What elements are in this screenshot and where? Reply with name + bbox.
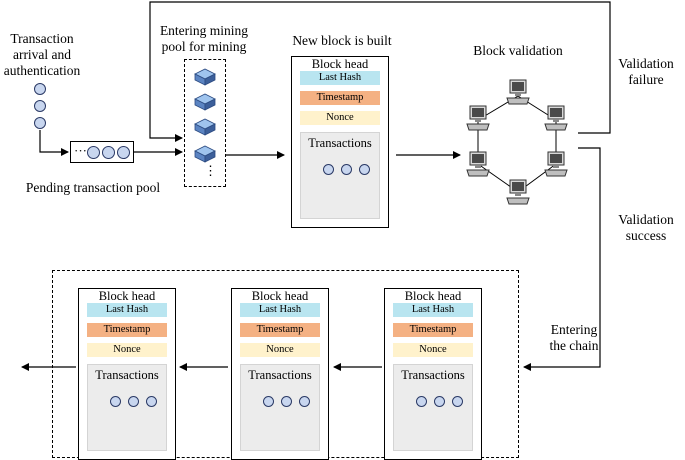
pool-ellipsis: ⋮	[204, 163, 217, 178]
nonce-field: Nonce	[87, 343, 167, 357]
transaction-dot	[146, 396, 157, 407]
last-hash-field: Last Hash	[87, 303, 167, 317]
chain-block-2: Block head Last Hash Timestamp Nonce Tra…	[231, 288, 329, 460]
transaction-dot	[34, 100, 46, 112]
transaction-dot	[34, 117, 46, 129]
transaction-dot	[87, 146, 100, 159]
block-head-label: Block head	[251, 289, 309, 303]
transaction-dot	[263, 396, 274, 407]
new-block-label: New block is built	[292, 33, 392, 48]
computer-icon	[544, 105, 568, 131]
computer-icon	[544, 151, 568, 177]
computer-icon	[506, 179, 530, 205]
nonce-field: Nonce	[393, 343, 473, 357]
new-block: Block head Last Hash Timestamp Nonce Tra…	[291, 56, 389, 228]
transactions-area: Transactions	[393, 364, 473, 451]
transaction-dot	[299, 396, 310, 407]
pending-pool-label: Pending transaction pool	[25, 180, 161, 195]
nonce-field: Nonce	[240, 343, 320, 357]
timestamp-field: Timestamp	[393, 323, 473, 337]
timestamp-field: Timestamp	[240, 323, 320, 337]
last-hash-field: Last Hash	[240, 303, 320, 317]
server-icon	[194, 93, 216, 111]
chain-block-3: Block head Last Hash Timestamp Nonce Tra…	[384, 288, 482, 460]
block-head-label: Block head	[311, 57, 369, 71]
transaction-dot	[323, 164, 334, 175]
transactions-label: Transactions	[95, 368, 159, 382]
computer-icon	[466, 151, 490, 177]
timestamp-field: Timestamp	[300, 91, 380, 105]
computer-icon	[466, 105, 490, 131]
transaction-dot	[359, 164, 370, 175]
queue-ellipsis: ···	[74, 143, 87, 158]
transactions-label: Transactions	[308, 136, 372, 150]
transaction-dot	[117, 146, 130, 159]
transaction-dot	[34, 83, 46, 95]
transaction-dot	[434, 396, 445, 407]
server-icon	[194, 145, 216, 163]
mining-pool: ⋮	[184, 59, 226, 187]
block-head-label: Block head	[404, 289, 462, 303]
transactions-label: Transactions	[401, 368, 465, 382]
pending-transaction-queue: ···	[70, 141, 134, 163]
block-head-label: Block head	[98, 289, 156, 303]
transactions-label: Transactions	[248, 368, 312, 382]
transaction-dot	[452, 396, 463, 407]
timestamp-field: Timestamp	[87, 323, 167, 337]
last-hash-field: Last Hash	[300, 71, 380, 85]
transaction-dot	[128, 396, 139, 407]
server-icon	[194, 68, 216, 86]
transaction-dot	[110, 396, 121, 407]
arrow-arrival-to-pool	[39, 130, 69, 156]
transaction-dot	[341, 164, 352, 175]
transaction-dot	[102, 146, 115, 159]
transaction-dot	[416, 396, 427, 407]
transactions-area: Transactions	[300, 132, 380, 219]
computer-icon	[506, 79, 530, 105]
transaction-dot	[281, 396, 292, 407]
chain-block-1: Block head Last Hash Timestamp Nonce Tra…	[78, 288, 176, 460]
block-validation-label: Block validation	[473, 43, 563, 58]
last-hash-field: Last Hash	[393, 303, 473, 317]
arrow-validation-success	[523, 147, 601, 371]
transactions-area: Transactions	[87, 364, 167, 451]
arrow-validation-failure	[149, 1, 611, 142]
server-icon	[194, 118, 216, 136]
transactions-area: Transactions	[240, 364, 320, 451]
nonce-field: Nonce	[300, 111, 380, 125]
